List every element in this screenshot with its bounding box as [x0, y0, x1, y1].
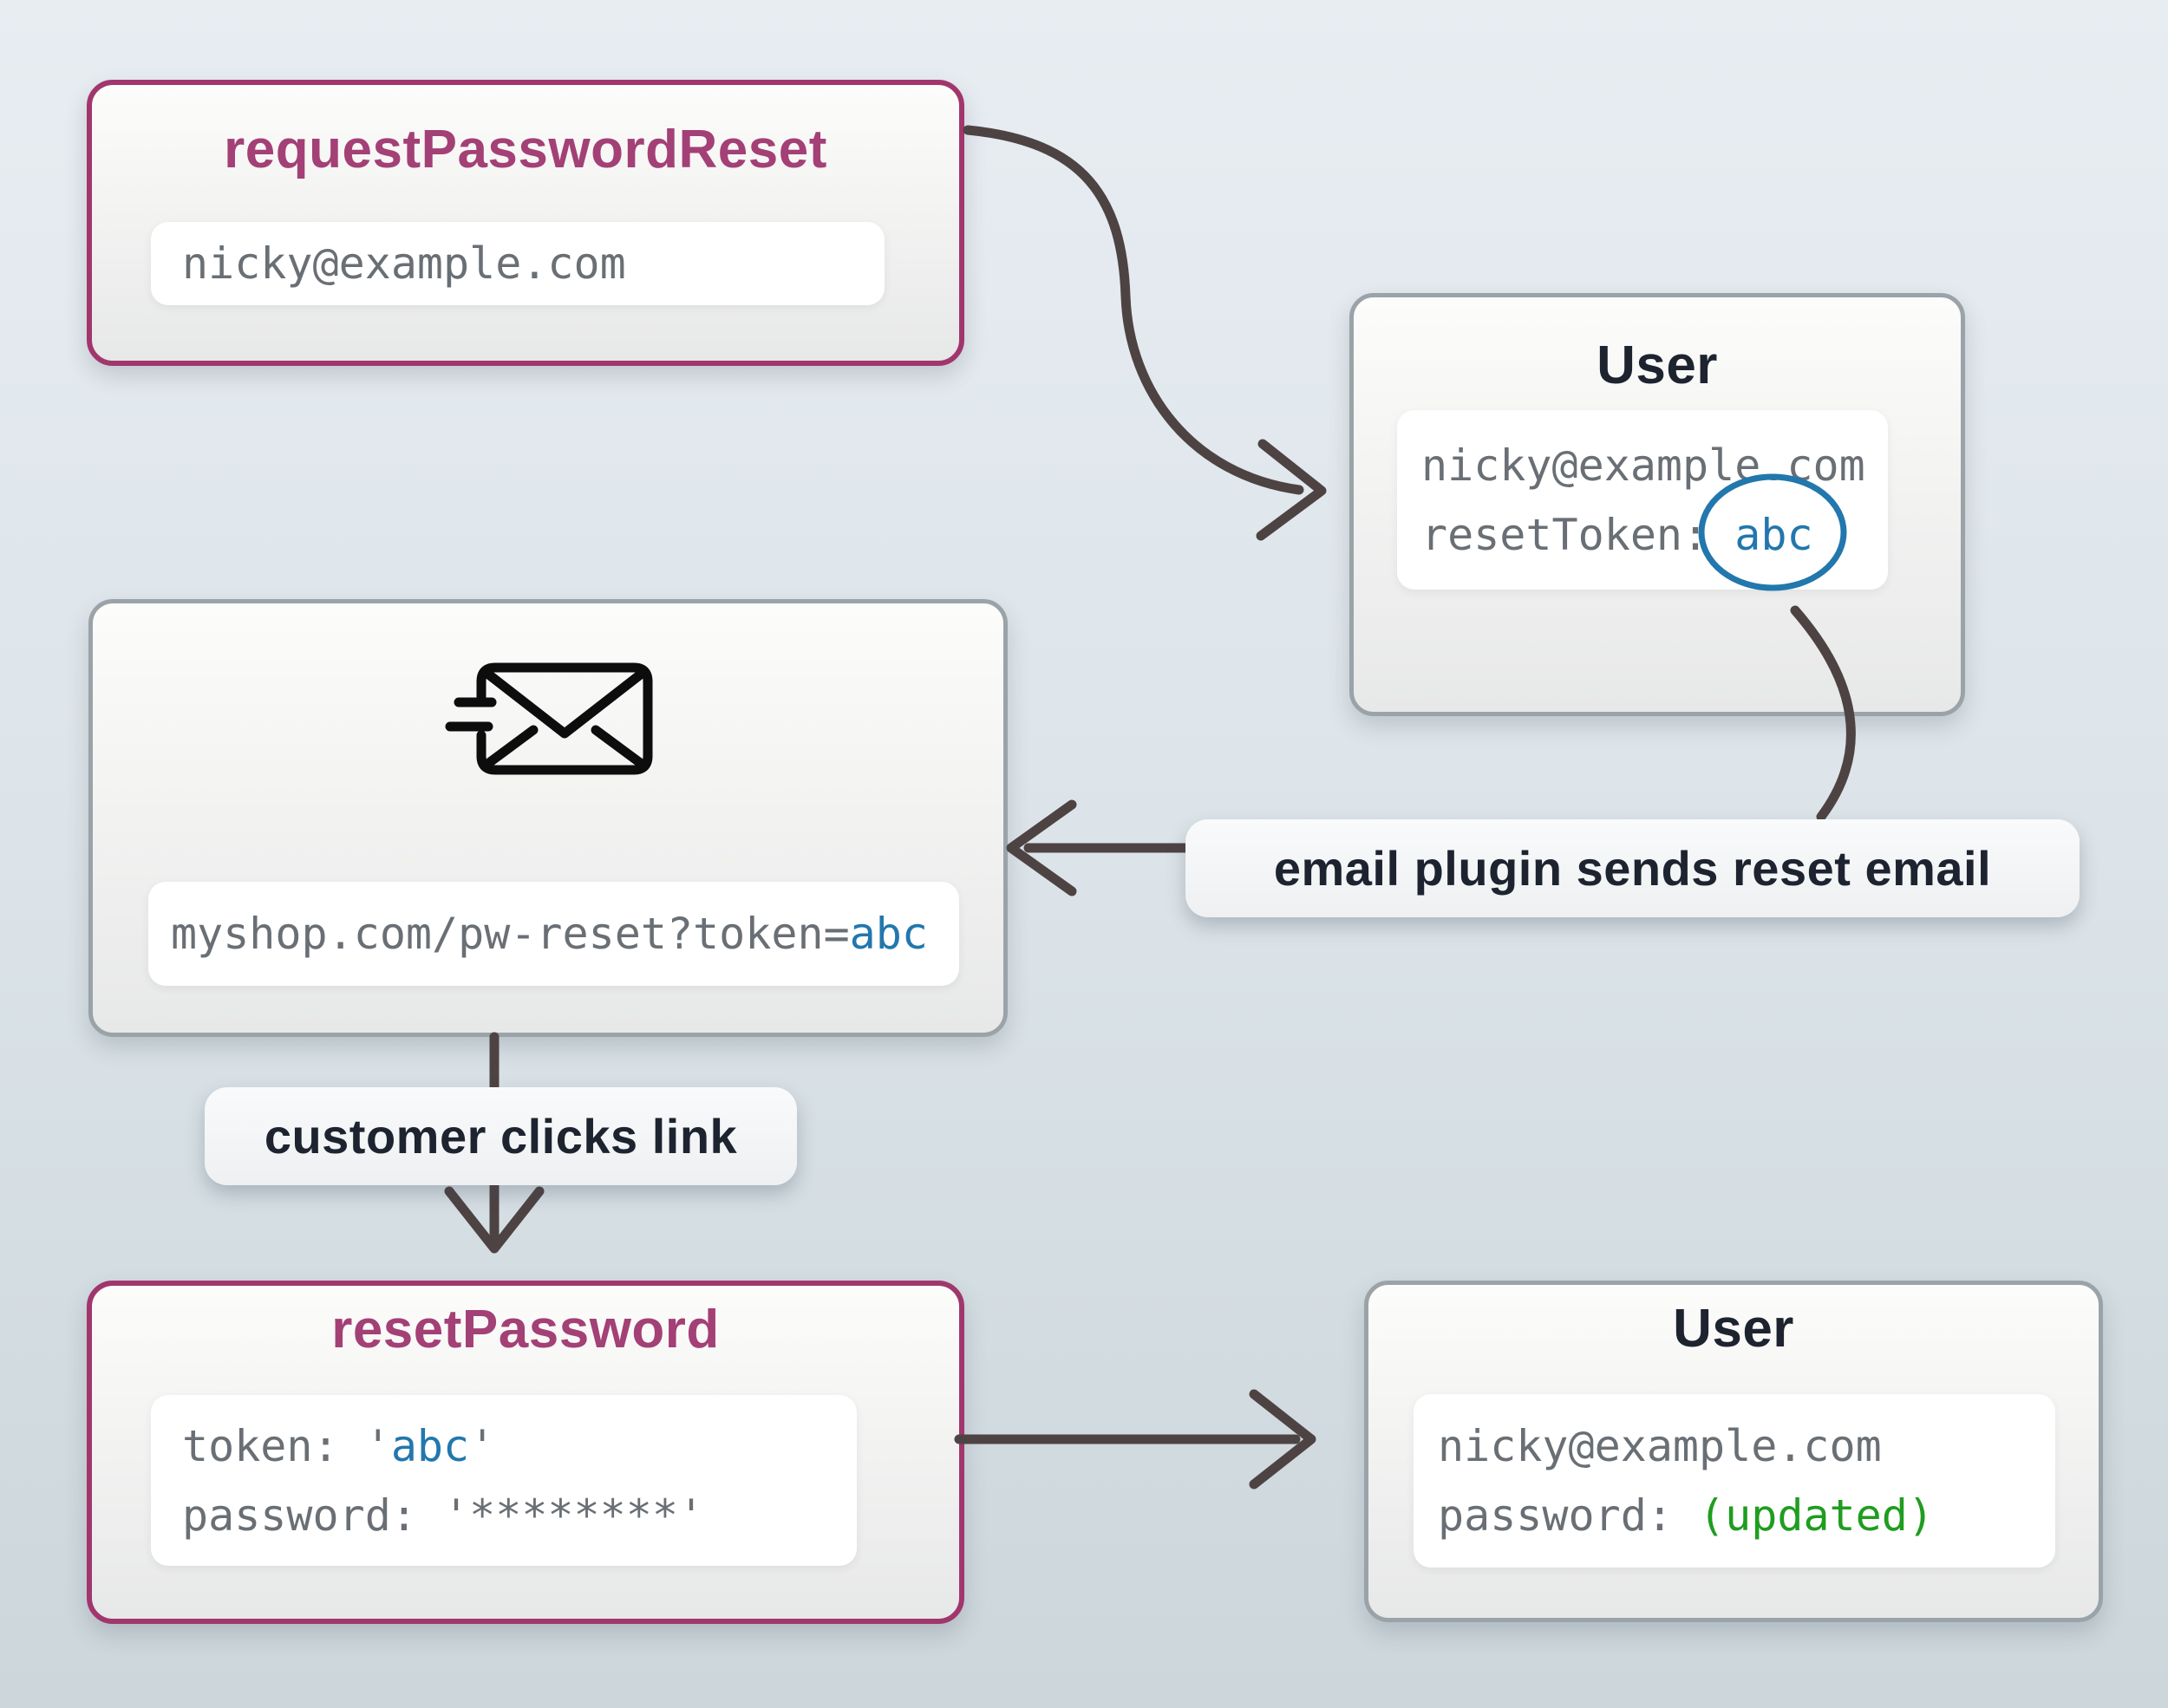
- arrow-email-to-reset-head: [444, 1186, 545, 1254]
- reset-password-args-panel: token: 'abc' password: '********': [151, 1395, 857, 1566]
- user-bottom-title: User: [1673, 1299, 1794, 1359]
- user-bottom-email: nicky@example.com: [1438, 1421, 1882, 1471]
- request-password-reset-title: requestPasswordReset: [224, 120, 827, 179]
- token-arg-prefix: token: ': [182, 1420, 391, 1471]
- reset-link-field: myshop.com/pw-reset?token=abc: [148, 882, 959, 986]
- request-email-field: nicky@example.com: [151, 222, 885, 305]
- mail-send-icon: [445, 662, 653, 775]
- user-top-record-panel: nicky@example.com resetToken: abc: [1397, 410, 1888, 590]
- password-updated-value: (updated): [1699, 1490, 1934, 1541]
- reset-token-label: resetToken:: [1421, 509, 1735, 560]
- request-password-reset-node: requestPasswordReset nicky@example.com: [87, 80, 964, 366]
- email-plugin-label: email plugin sends reset email: [1185, 819, 2080, 917]
- token-arg-suffix: ': [469, 1420, 496, 1471]
- user-bottom-record-panel: nicky@example.com password: (updated): [1414, 1394, 2055, 1568]
- reset-email-node: myshop.com/pw-reset?token=abc: [88, 599, 1008, 1037]
- reset-password-title: resetPassword: [331, 1300, 720, 1359]
- arrow-reset-to-user-head: [1249, 1389, 1316, 1490]
- user-top-title: User: [1597, 336, 1718, 395]
- connector-token-to-label: [1790, 605, 1856, 822]
- password-label: password:: [1438, 1490, 1700, 1541]
- reset-link-url: myshop.com/pw-reset?token=abc: [171, 899, 959, 968]
- token-highlight-circle: [1698, 473, 1847, 591]
- user-top-email: nicky@example.com: [1421, 440, 1865, 491]
- arrow-request-to-user: [963, 125, 1304, 495]
- user-record-node-bottom: User nicky@example.com password: (update…: [1364, 1281, 2103, 1622]
- request-email-value: nicky@example.com: [182, 238, 626, 289]
- token-arg-line: token: 'abc': [182, 1411, 857, 1481]
- token-arg-value: abc: [390, 1420, 470, 1471]
- user-bottom-password-line: password: (updated): [1438, 1481, 2055, 1550]
- arrow-request-to-user-head: [1256, 439, 1327, 541]
- reset-password-node: resetPassword token: 'abc' password: '**…: [87, 1281, 964, 1624]
- arrow-label-to-email-head: [1006, 799, 1077, 896]
- password-arg-line: password: '********': [182, 1490, 705, 1541]
- reset-link-token: abc: [849, 909, 928, 959]
- user-record-node-top: User nicky@example.com resetToken: abc: [1349, 293, 1965, 716]
- customer-clicks-label: customer clicks link: [205, 1087, 797, 1185]
- reset-token-value: abc: [1734, 509, 1813, 560]
- user-top-token-line: resetToken: abc: [1421, 500, 1888, 570]
- reset-link-prefix: myshop.com/pw-reset?token=: [171, 909, 850, 959]
